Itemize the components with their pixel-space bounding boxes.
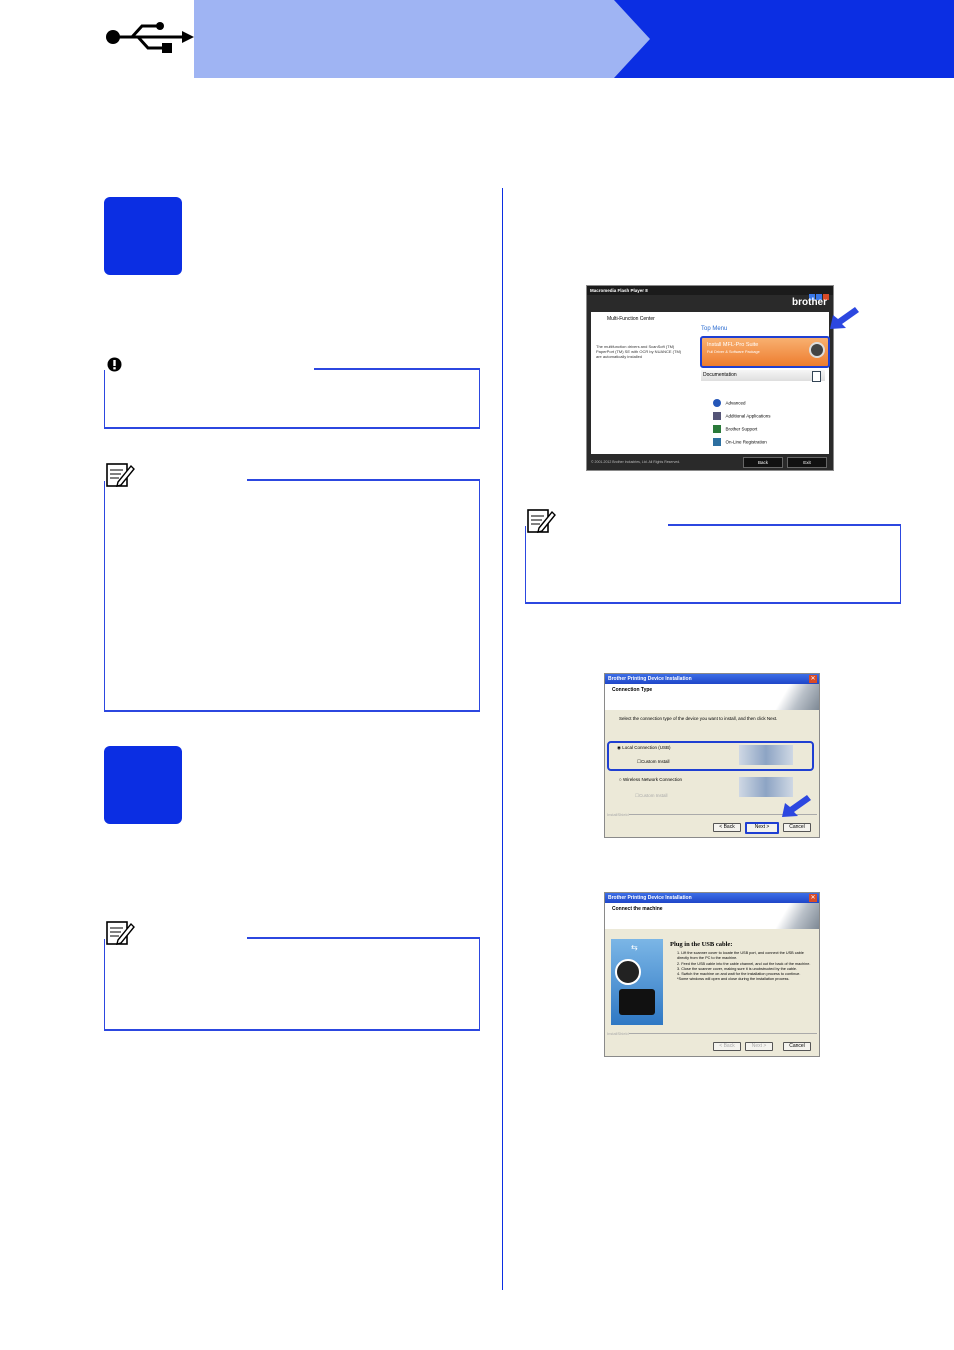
- checkbox-label: Custom Install: [641, 759, 670, 764]
- note1-box: [104, 481, 480, 712]
- radio-label: Local Connection (USB): [622, 745, 671, 750]
- cancel-button[interactable]: Cancel: [783, 1042, 811, 1051]
- menu-item-label: On-Line Registration: [725, 439, 767, 445]
- registration-icon: [713, 437, 721, 446]
- step-box-2: [104, 746, 182, 824]
- radio-label: Wireless Network Connection: [622, 777, 682, 782]
- step-text: 3. Close the scanner cover, making sure …: [677, 966, 798, 971]
- usb-cable-image: [739, 745, 793, 765]
- install-subtitle: Full Driver & Software Package: [707, 350, 760, 354]
- dialog-heading: Connect the machine: [612, 906, 663, 912]
- step-text: 2. Feed the USB cable into the cable cha…: [677, 961, 811, 966]
- local-connection-radio[interactable]: ◉ Local Connection (USB): [617, 745, 670, 751]
- checkbox-label: Custom Install: [639, 793, 668, 798]
- wireless-image: [739, 777, 793, 797]
- document-icon: [812, 371, 821, 382]
- usb-icon: [102, 20, 194, 60]
- dialog-heading: Connection Type: [612, 687, 653, 693]
- back-button[interactable]: < Back: [713, 823, 741, 832]
- close-icon[interactable]: ✕: [809, 894, 817, 902]
- cable-circle: [615, 959, 641, 985]
- menu-item-applications[interactable]: Additional Applications: [713, 407, 771, 420]
- note1-box-top: [247, 479, 480, 481]
- dialog-title: Brother Printing Device Installation: [605, 893, 819, 903]
- header-arrow: [614, 0, 650, 78]
- important-box: [104, 370, 480, 429]
- documentation-label: Documentation: [703, 372, 737, 378]
- usb-icon: ⇆: [631, 943, 638, 952]
- pointer-arrow-icon: [780, 793, 812, 819]
- pointer-arrow-icon: [828, 305, 860, 331]
- menu-item-label: Additional Applications: [725, 413, 771, 419]
- header-graphic: [771, 684, 819, 710]
- dialog-separator: [629, 814, 817, 815]
- checkbox-icon: ☐: [635, 793, 640, 798]
- machine-illustration: ⇆: [611, 939, 663, 1025]
- column-divider: [502, 188, 503, 1290]
- cancel-button[interactable]: Cancel: [783, 823, 811, 832]
- custom-install-checkbox-1[interactable]: ☐Custom Install: [637, 759, 670, 765]
- checkbox-icon: ☐: [637, 759, 642, 764]
- dialog-header-area: Connection Type: [605, 684, 819, 710]
- flash-exit-button[interactable]: Exit: [787, 457, 827, 468]
- copyright-text: © 2001-2012 Brother Industries, Ltd. All…: [591, 460, 681, 464]
- next-button[interactable]: Next >: [745, 822, 779, 834]
- dialog-instruction: Select the connection type of the device…: [619, 716, 778, 721]
- dialog-header-area: Connect the machine: [605, 903, 819, 929]
- menu-item-label: Brother Support: [725, 426, 758, 432]
- header-band-light: [194, 0, 614, 78]
- window-controls[interactable]: [809, 287, 831, 300]
- important-box-top: [314, 368, 480, 370]
- menu-item-registration[interactable]: On-Line Registration: [713, 433, 767, 446]
- applications-icon: [713, 411, 721, 420]
- menu-item-label: Advanced: [725, 400, 746, 406]
- installshield-label: InstallShield: [607, 812, 629, 817]
- header-band-dark: [614, 0, 954, 78]
- steps-list: 1. Lift the scanner cover to locate the …: [677, 951, 815, 983]
- install-title: Install MFL-Pro Suite: [707, 342, 759, 348]
- wireless-connection-radio[interactable]: ○ Wireless Network Connection: [619, 777, 682, 782]
- flash-player-screenshot: Macromedia Flash Player 8 brother Multi-…: [586, 285, 834, 471]
- brand-logo: brother: [792, 297, 827, 308]
- step-box-1: [104, 197, 182, 275]
- plug-title: Plug in the USB cable:: [670, 941, 733, 948]
- multi-function-text: The multifunction drivers and ScanSoft (…: [596, 344, 682, 359]
- step-text: 4. Switch the machine on and wait for th…: [677, 972, 801, 977]
- installshield-label: InstallShield: [607, 1031, 629, 1036]
- radio-icon: ◉: [617, 745, 623, 750]
- flash-window-title: Macromedia Flash Player 8: [587, 286, 833, 295]
- important-icon: [107, 357, 122, 372]
- top-menu-label: Top Menu: [701, 326, 728, 332]
- printer-shape: [619, 989, 655, 1015]
- next-button[interactable]: Next >: [745, 1042, 773, 1051]
- note-pencil-icon: [105, 460, 135, 488]
- note3-box: [525, 526, 901, 604]
- connect-machine-dialog: Brother Printing Device Installation ✕ C…: [604, 892, 820, 1057]
- radio-icon: ○: [619, 777, 623, 782]
- custom-install-checkbox-2[interactable]: ☐Custom Install: [635, 793, 668, 799]
- multi-function-title: Multi-Function Center: [607, 316, 655, 322]
- header-graphic: [771, 903, 819, 929]
- note3-box-top: [668, 524, 901, 526]
- note-pencil-icon: [105, 918, 135, 946]
- note2-box-top: [247, 937, 480, 939]
- local-connection-group[interactable]: ◉ Local Connection (USB) ☐Custom Install: [607, 741, 814, 771]
- flash-content: Multi-Function Center The multifunction …: [591, 312, 830, 454]
- dialog-title: Brother Printing Device Installation: [605, 674, 819, 684]
- documentation-button[interactable]: Documentation: [701, 370, 825, 382]
- dialog-separator: [629, 1033, 817, 1034]
- note-pencil-icon: [526, 506, 556, 534]
- install-mfl-pro-button[interactable]: Install MFL-Pro Suite Full Driver & Soft…: [700, 336, 830, 368]
- step-text: *Some windows will open and close during…: [677, 977, 790, 982]
- step-text: 1. Lift the scanner cover to locate the …: [677, 951, 804, 961]
- note2-box: [104, 939, 480, 1031]
- menu-item-advanced[interactable]: Advanced: [713, 394, 746, 407]
- advanced-icon: [713, 398, 721, 407]
- support-icon: [713, 424, 721, 433]
- cd-icon: [809, 342, 825, 358]
- flash-back-button[interactable]: Back: [743, 457, 783, 468]
- back-button[interactable]: < Back: [713, 1042, 741, 1051]
- menu-item-support[interactable]: Brother Support: [713, 420, 758, 433]
- close-icon[interactable]: ✕: [809, 675, 817, 683]
